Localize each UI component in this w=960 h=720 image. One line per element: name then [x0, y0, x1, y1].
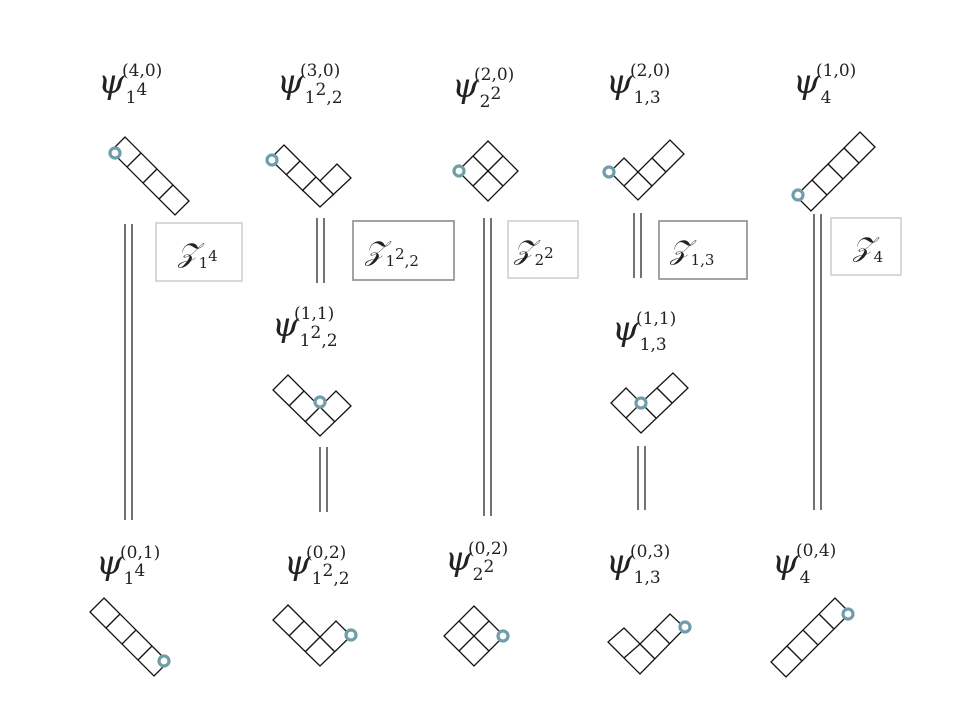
young-diagram-5-bottom [770, 597, 851, 678]
equal-line-4a [633, 213, 642, 278]
label-psi-5-bottom: ψ4 [772, 542, 811, 588]
label-psi-2-mid: ψ12,2 [272, 305, 338, 351]
marker-dot-5-bottom [841, 607, 855, 621]
equal-line-3 [483, 218, 492, 516]
label-psi-5-bottom-sup: (0,4) [796, 541, 836, 561]
label-psi-4-bottom-sup: (0,3) [630, 542, 670, 562]
marker-dot-2-top [265, 153, 279, 167]
marker-dot-1-top [108, 146, 122, 160]
young-diagram-4-mid [610, 372, 689, 434]
label-psi-2-top-sup: (3,0) [300, 61, 340, 81]
column-2: ψ12,2 (3,0) 𝒵12,2 ψ12,2 (1,1) [265, 61, 455, 667]
z-box-2 [352, 220, 455, 281]
equal-line-4b [637, 446, 646, 510]
young-diagram-4-top [609, 139, 685, 201]
column-1: ψ14 (4,0) 𝒵14 ψ14 (0,1) [89, 61, 243, 677]
z-label-1: 𝒵14 [177, 238, 218, 272]
marker-dot-4-mid [634, 396, 648, 410]
young-diagram-2-mid [272, 374, 352, 437]
equal-line-1 [124, 224, 133, 520]
label-psi-1-top: ψ14 [98, 62, 147, 108]
label-psi-4-bottom: ψ1,3 [606, 542, 661, 588]
young-diagram-5-top [795, 131, 876, 212]
young-diagram-2-top [269, 144, 352, 208]
young-diagram-2-bottom [272, 604, 352, 667]
label-psi-4-top-sup: (2,0) [630, 61, 670, 81]
z-box-5 [830, 217, 902, 276]
label-psi-3-bottom-sup: (0,2) [468, 539, 508, 559]
label-psi-1-top-sup: (4,0) [122, 61, 162, 81]
z-label-2: 𝒵12,2 [364, 236, 419, 270]
z-label-5: 𝒵4 [852, 232, 883, 266]
marker-dot-3-bottom [496, 629, 510, 643]
label-psi-3-bottom: ψ22 [445, 539, 494, 585]
z-label-4: 𝒵1,3 [669, 235, 714, 269]
marker-dot-4-top [602, 165, 616, 179]
label-psi-2-top: ψ12,2 [277, 62, 343, 108]
label-psi-2-bottom-sup: (0,2) [306, 543, 346, 563]
label-psi-4-mid-sup: (1,1) [636, 309, 676, 329]
label-psi-3-top-sup: (2,0) [474, 65, 514, 85]
column-5: ψ4 (1,0) 𝒵4 ψ4 (0,4) [770, 61, 902, 678]
z-label-3: 𝒵22 [513, 235, 554, 269]
label-psi-1-bottom-sup: (0,1) [120, 543, 160, 563]
column-3: ψ22 (2,0) 𝒵22 ψ22 (0,2) [443, 65, 579, 667]
marker-dot-2-bottom [344, 628, 358, 642]
label-psi-5-top-sup: (1,0) [816, 61, 856, 81]
young-diagram-3-bottom [443, 605, 505, 667]
label-psi-2-mid-sup: (1,1) [294, 304, 334, 324]
marker-dot-5-top [791, 188, 805, 202]
label-psi-5-top: ψ4 [793, 62, 832, 108]
marker-dot-4-bottom [678, 620, 692, 634]
label-psi-4-top: ψ1,3 [606, 62, 661, 108]
young-diagram-1-top [110, 136, 190, 216]
marker-dot-1-bottom [157, 654, 171, 668]
young-diagram-3-top [457, 140, 519, 202]
marker-dot-3-top [452, 164, 466, 178]
z-box-4 [658, 220, 748, 280]
label-psi-4-mid: ψ1,3 [612, 309, 667, 355]
equal-line-2b [319, 447, 328, 512]
label-psi-3-top: ψ22 [452, 66, 501, 112]
equal-line-2a [316, 218, 325, 283]
marker-dot-2-mid [313, 395, 327, 409]
column-4: ψ1,3 (2,0) 𝒵1,3 ψ1,3 (1,1) [602, 61, 748, 675]
z-box-3 [507, 220, 579, 279]
young-diagram-1-bottom [89, 597, 169, 677]
label-psi-2-bottom: ψ12,2 [284, 543, 350, 589]
z-box-1 [155, 222, 243, 282]
young-diagram-4-bottom [607, 613, 686, 675]
equal-line-5 [813, 214, 822, 510]
label-psi-1-bottom: ψ14 [96, 543, 145, 589]
